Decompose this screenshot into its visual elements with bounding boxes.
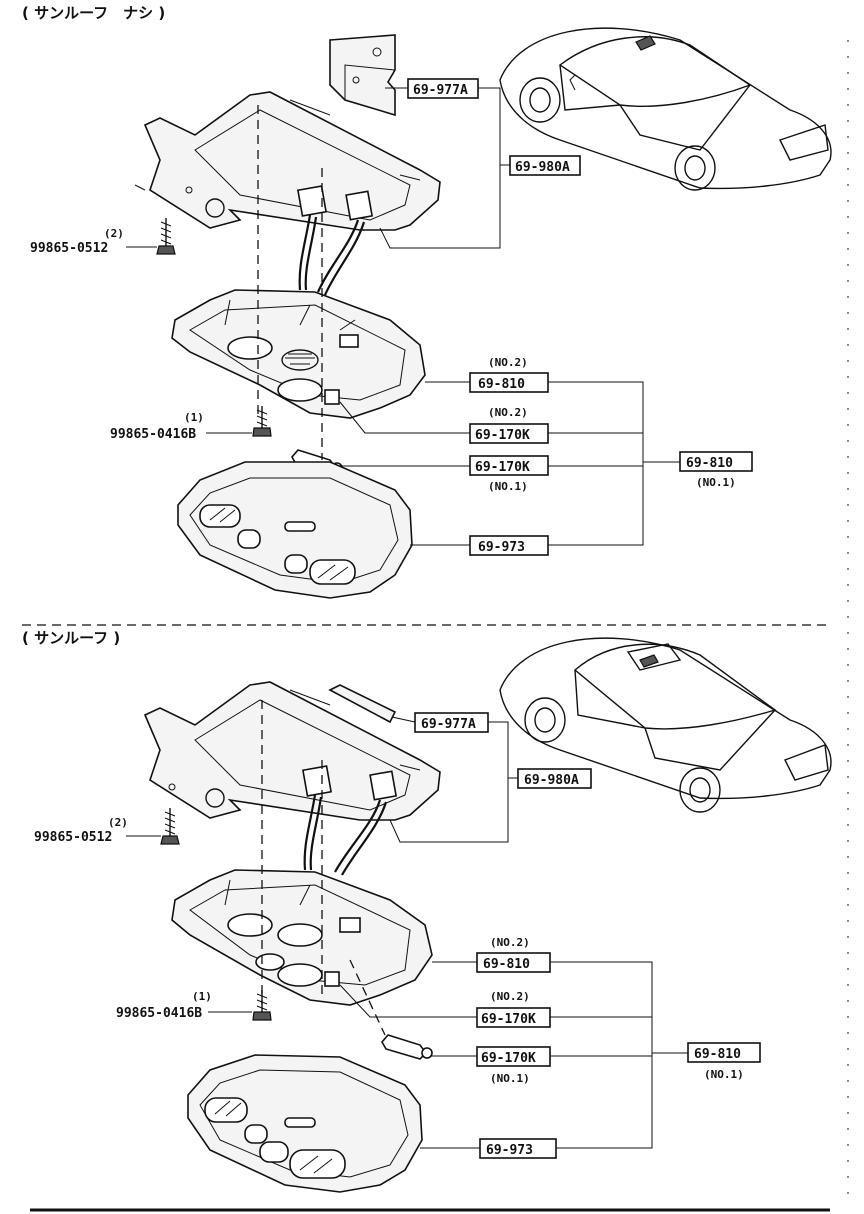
lens-part [187, 1054, 423, 1193]
part-number-bracket: 69-977A [413, 83, 468, 98]
qty-screw-small: (2) [108, 816, 128, 829]
part-number-bracket: 69-977A [421, 717, 476, 732]
note-bulb-upper: (NO.2) [488, 406, 528, 419]
note-lamp-body: (NO.2) [490, 936, 530, 949]
sunroof-panel [626, 643, 682, 671]
qty-screw-small: (2) [104, 227, 124, 240]
screw-large [252, 406, 272, 437]
qty-screw-large: (1) [192, 990, 212, 1003]
part-number-lamp-body: 69-810 [483, 957, 530, 972]
note-lamp-assy: (NO.1) [704, 1068, 744, 1081]
note-bulb-lower: (NO.1) [488, 480, 528, 493]
part-number-harness: 69-980A [524, 773, 579, 788]
part-number-screw-small: 99865-0512 [34, 830, 112, 845]
note-bulb-lower: (NO.1) [490, 1072, 530, 1085]
part-number-bulb-upper: 69-170K [481, 1012, 536, 1027]
screw-small [160, 808, 180, 845]
part-number-harness: 69-980A [515, 160, 570, 175]
screw-small [156, 218, 176, 255]
mounting-frame [143, 681, 441, 821]
bulb-part [381, 1034, 433, 1060]
qty-screw-large: (1) [184, 411, 204, 424]
section-sunroof: ( サンルーフ ) [22, 629, 832, 1193]
section-header: ( サンルーフ ) [22, 629, 120, 647]
part-number-lamp-body: 69-810 [478, 377, 525, 392]
section-header: ( サンルーフ ナシ ) [22, 4, 165, 22]
bracket-part [328, 684, 397, 724]
lamp-housing [171, 869, 433, 1006]
part-number-lens: 69-973 [478, 540, 525, 555]
bracket-part [329, 34, 396, 117]
part-number-screw-large: 99865-0416B [116, 1006, 202, 1021]
connectors-harness [301, 765, 398, 876]
part-number-lamp-assy: 69-810 [686, 456, 733, 471]
part-number-lamp-assy: 69-810 [694, 1047, 741, 1062]
lamp-location-marker [635, 35, 656, 51]
car-illustration [499, 27, 832, 191]
car-illustration [499, 637, 832, 813]
lamp-housing [171, 289, 426, 419]
note-bulb-upper: (NO.2) [490, 990, 530, 1003]
part-number-bulb-upper: 69-170K [475, 428, 530, 443]
part-number-screw-large: 99865-0416B [110, 427, 196, 442]
lamp-location-marker [639, 654, 659, 668]
part-number-bulb-lower: 69-170K [475, 460, 530, 475]
part-number-bulb-lower: 69-170K [481, 1051, 536, 1066]
part-number-lens: 69-973 [486, 1143, 533, 1158]
lens-part [177, 461, 413, 599]
section-no-sunroof: ( サンルーフ ナシ ) [22, 4, 832, 599]
note-lamp-body: (NO.2) [488, 356, 528, 369]
note-lamp-assy: (NO.1) [696, 476, 736, 489]
connectors-harness [296, 185, 374, 296]
part-number-screw-small: 99865-0512 [30, 241, 108, 256]
